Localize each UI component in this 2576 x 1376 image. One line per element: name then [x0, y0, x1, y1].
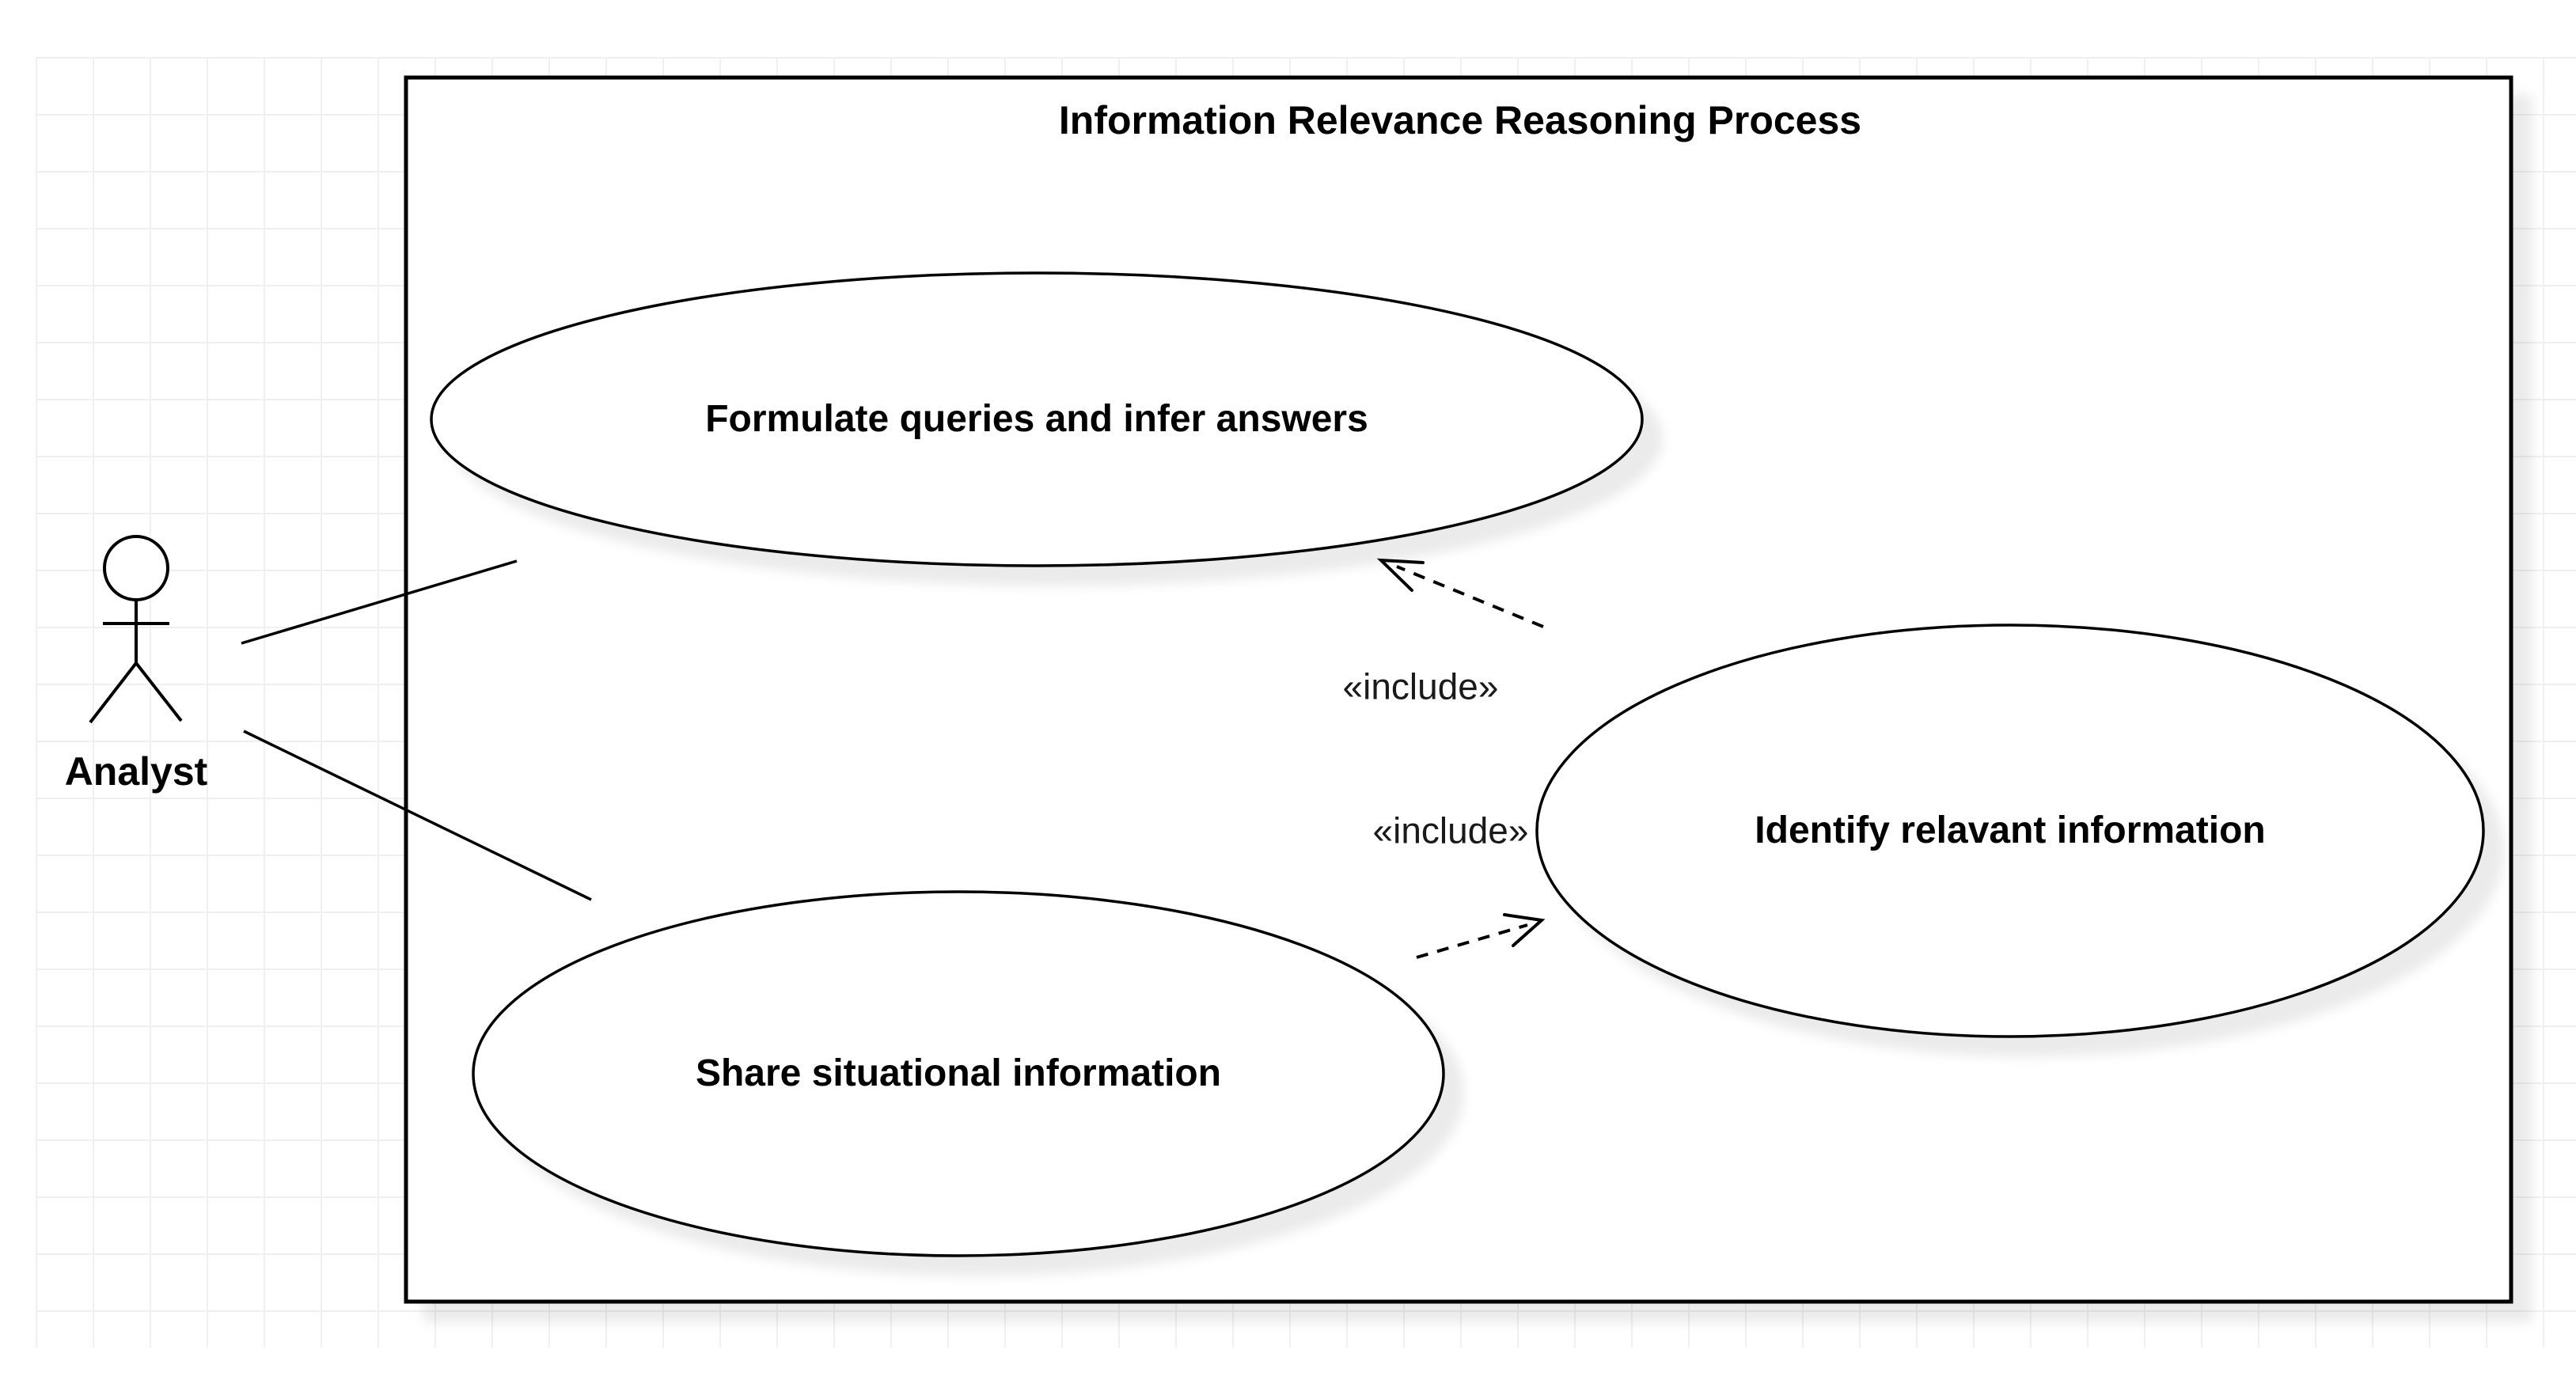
use-case-label-share[interactable]: Share situational information: [695, 1052, 1222, 1095]
actor-right-leg: [135, 661, 183, 722]
association-line-analyst-share[interactable]: [243, 730, 592, 901]
use-case-ellipse-identify-relevant[interactable]: [1535, 624, 2485, 1038]
include-label-1[interactable]: «include»: [1336, 665, 1505, 709]
include-arrow-dashed-line: [1416, 923, 1528, 959]
include-arrow-to-identify[interactable]: [1416, 913, 1546, 959]
actor-icon[interactable]: [89, 535, 183, 724]
actor-label[interactable]: Analyst: [64, 749, 208, 794]
association-line-analyst-formulate[interactable]: [241, 559, 518, 645]
include-arrow-to-formulate[interactable]: [1376, 558, 1544, 628]
actor-head: [103, 535, 169, 601]
include-label-2[interactable]: «include»: [1366, 809, 1535, 853]
use-case-ellipse-share-situational[interactable]: [472, 890, 1445, 1257]
actor-left-leg: [89, 661, 138, 724]
include-arrow-dashed-line: [1396, 565, 1544, 628]
use-case-label-identify[interactable]: Identify relavant information: [1755, 809, 2266, 852]
diagram-title[interactable]: Information Relevance Reasoning Process: [1058, 98, 1862, 142]
use-case-ellipse-formulate-queries[interactable]: [430, 271, 1644, 567]
use-case-label-formulate[interactable]: Formulate queries and infer answers: [705, 398, 1368, 441]
arrowhead-icon: [1376, 558, 1425, 592]
arrowhead-icon: [1503, 913, 1546, 947]
